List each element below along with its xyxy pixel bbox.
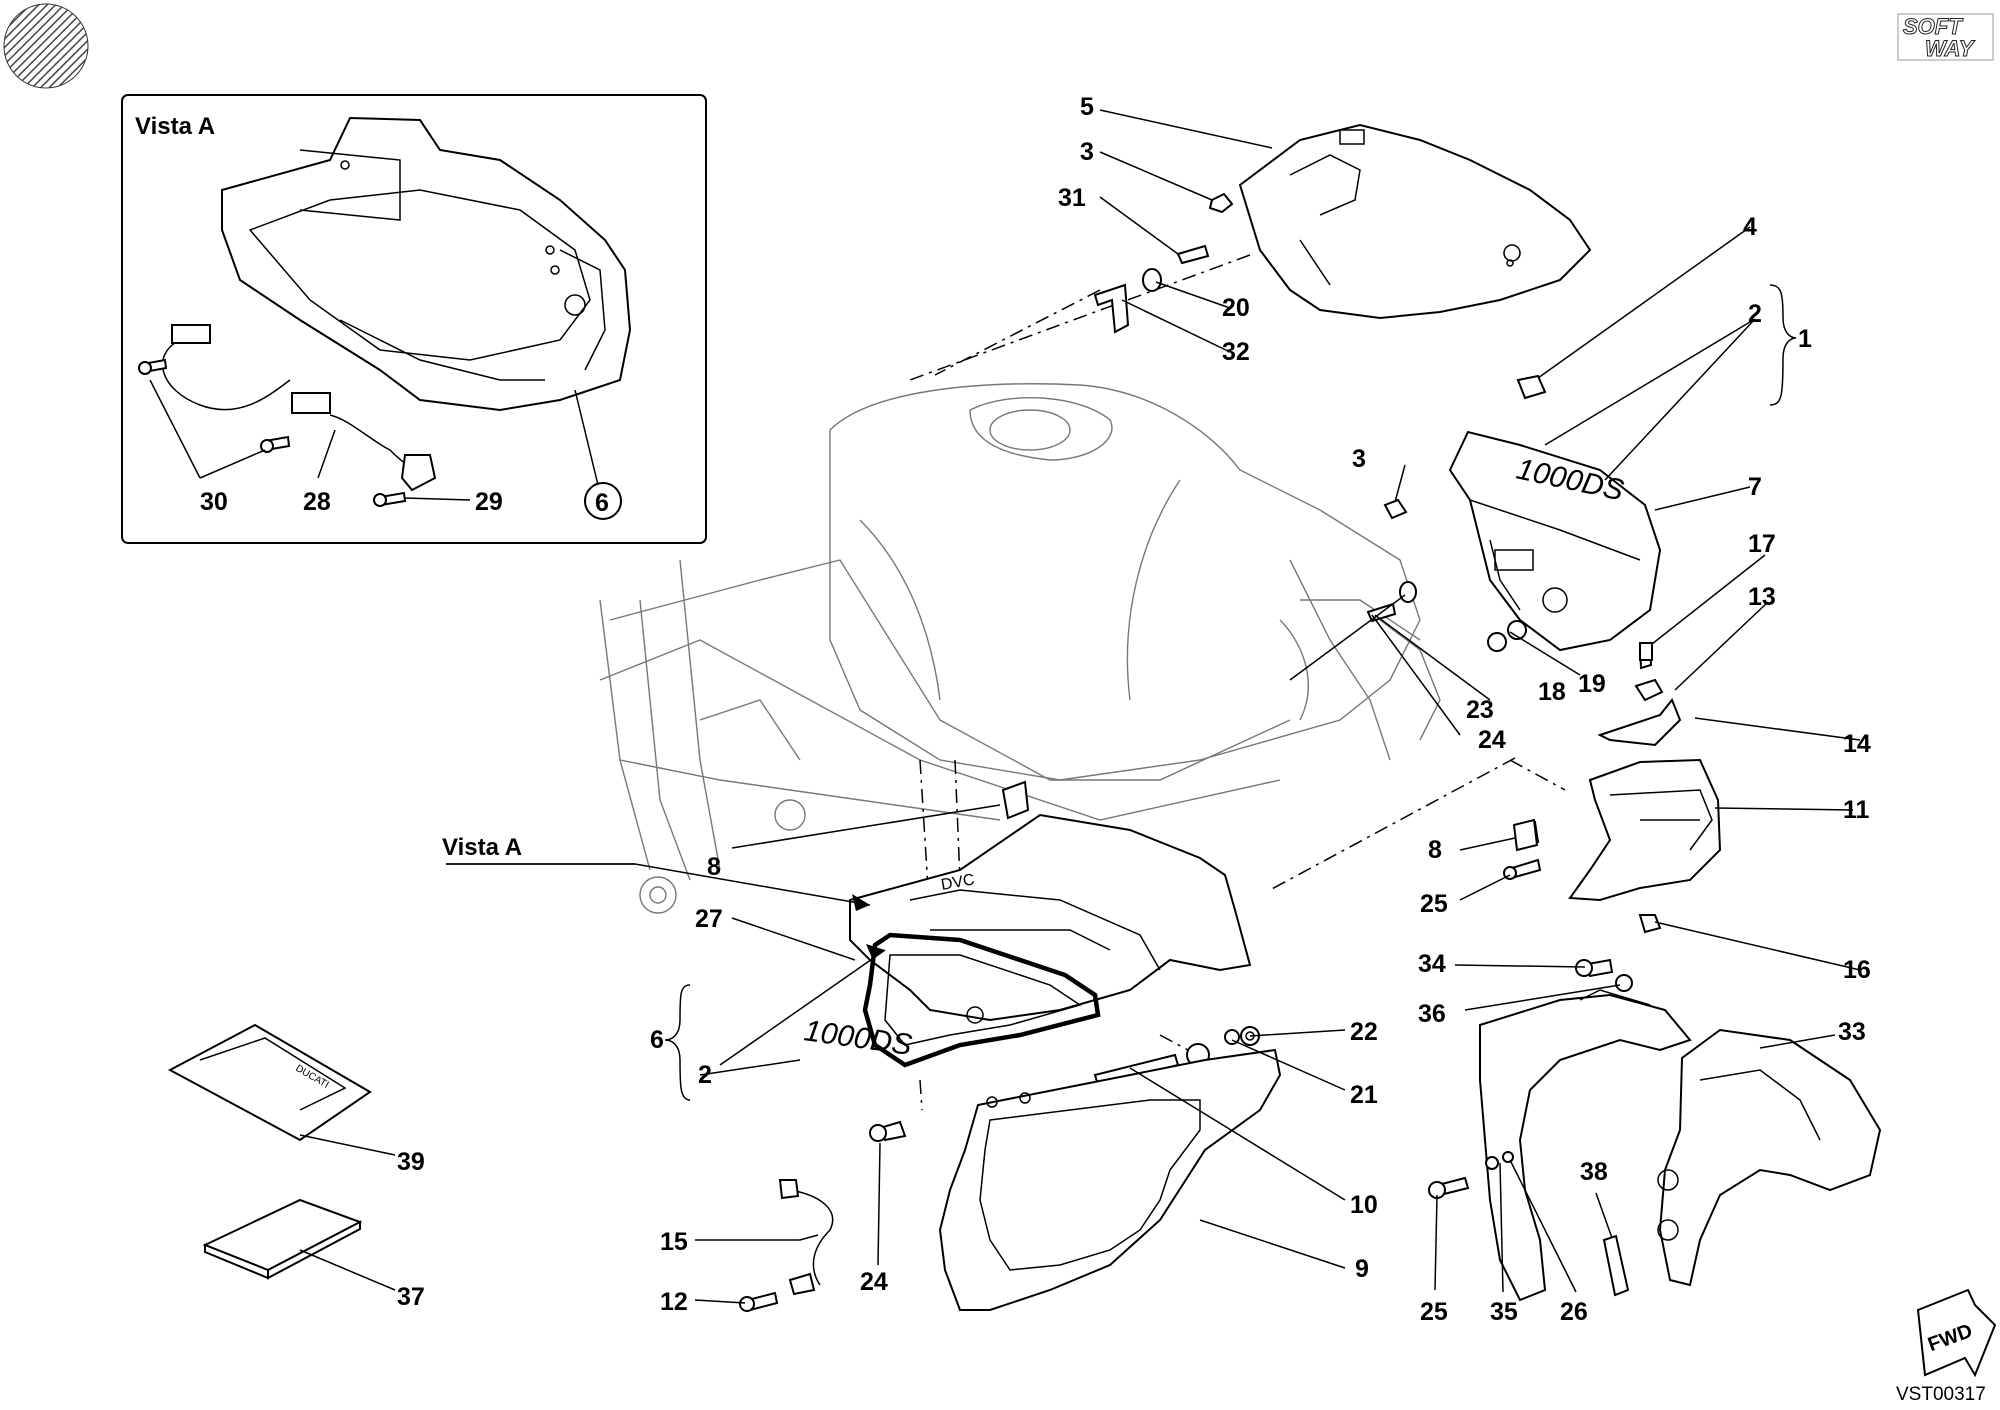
callout-38: 38 xyxy=(1580,1158,1608,1186)
part-27-inner-panel xyxy=(884,954,1082,1046)
part-37-manual xyxy=(202,1198,363,1280)
callout-1: 1 xyxy=(1798,325,1812,353)
parts-25-34-35 xyxy=(1428,958,1633,1199)
part-8-bracket-left xyxy=(1001,780,1030,820)
part-38-reflector xyxy=(1602,1234,1630,1297)
part-8-bracket-right xyxy=(1512,818,1539,852)
callout-11: 11 xyxy=(1843,796,1870,824)
callout-8-left: 8 xyxy=(707,853,721,881)
callout-14: 14 xyxy=(1843,730,1871,758)
callout-31: 31 xyxy=(1058,184,1086,212)
frame-and-tank-ghost xyxy=(599,383,1441,914)
part-36-mudguard-bracket xyxy=(1479,989,1692,1302)
callout-35: 35 xyxy=(1490,1298,1518,1326)
callout-2-lower: 2 xyxy=(698,1061,712,1089)
callout-26: 26 xyxy=(1560,1298,1588,1326)
leader-lines xyxy=(299,109,1861,1304)
assembly-lines xyxy=(909,254,1566,1111)
callout-3-top: 3 xyxy=(1080,138,1094,166)
part-27-arrowhead xyxy=(866,944,885,958)
part-1-front-fairing: 1000DS xyxy=(1448,430,1662,652)
callout-20: 20 xyxy=(1222,294,1250,322)
logo-way: WAY xyxy=(1925,36,1976,61)
callout-10: 10 xyxy=(1350,1191,1378,1219)
decal-dvc: DVC xyxy=(940,871,976,894)
callout-24-bottom: 24 xyxy=(860,1268,888,1296)
callout-29: 29 xyxy=(475,488,503,516)
bracket-1 xyxy=(1769,284,1797,406)
callout-7: 7 xyxy=(1748,473,1762,501)
callout-22: 22 xyxy=(1350,1018,1378,1046)
callout-5: 5 xyxy=(1080,93,1094,121)
callout-8-right: 8 xyxy=(1428,836,1442,864)
figure-code: VST00317 xyxy=(1896,1384,1986,1405)
callout-28: 28 xyxy=(303,488,331,516)
parts-12-15-24 xyxy=(739,1120,907,1312)
callout-34: 34 xyxy=(1418,950,1446,978)
vista-a-arrowhead xyxy=(852,894,870,911)
callout-15: 15 xyxy=(660,1228,688,1256)
callout-13: 13 xyxy=(1748,583,1776,611)
callout-6: 6 xyxy=(650,1026,664,1054)
parts-11-14 xyxy=(1503,642,1722,934)
bracket-6 xyxy=(664,984,691,1101)
forward-arrow-icon: FWD xyxy=(1916,1288,1997,1378)
callout-19: 19 xyxy=(1578,670,1606,698)
callout-6-inset: 6 xyxy=(595,489,609,517)
callout-23: 23 xyxy=(1466,696,1494,724)
decal-1000ds-lower: 1000DS xyxy=(802,1014,914,1062)
part-4-rubber xyxy=(1516,374,1547,400)
fasteners-top xyxy=(1093,192,1234,334)
inset-title: Vista A xyxy=(135,113,215,140)
callout-17: 17 xyxy=(1748,530,1776,558)
callout-3-mid: 3 xyxy=(1352,445,1366,473)
callout-30: 30 xyxy=(200,488,228,516)
callout-39: 39 xyxy=(397,1148,425,1176)
callout-6-circle xyxy=(584,482,622,520)
callout-36: 36 xyxy=(1418,1000,1446,1028)
callout-37: 37 xyxy=(397,1283,425,1311)
corner-disc-icon xyxy=(3,3,89,89)
part-27-trim-seal xyxy=(862,932,1101,1068)
softway-logo: SOFT WAY xyxy=(1897,13,1994,62)
vista-a-label: Vista A xyxy=(442,834,522,861)
callout-32: 32 xyxy=(1222,338,1250,366)
callout-4: 4 xyxy=(1743,213,1757,241)
part-9-lower-panel xyxy=(938,1048,1282,1311)
callout-12: 12 xyxy=(660,1288,688,1316)
callout-labels: 5 3 31 20 32 4 2 1 3 7 17 13 14 11 16 23… xyxy=(397,93,1871,1326)
callout-24-right: 24 xyxy=(1478,726,1506,754)
callout-21: 21 xyxy=(1350,1081,1378,1109)
callout-18: 18 xyxy=(1538,678,1566,706)
inset-vista-a: Vista A 30 28 29 6 xyxy=(121,94,707,544)
part-33-front-mudguard xyxy=(1657,1028,1882,1287)
callout-2-upper: 2 xyxy=(1748,300,1762,328)
callout-25-bottom: 25 xyxy=(1420,1298,1448,1326)
callout-16: 16 xyxy=(1843,956,1871,984)
part-39-pouch: DUCATI xyxy=(167,1023,372,1142)
callout-9: 9 xyxy=(1355,1255,1369,1283)
part-6-side-fairing: DVC xyxy=(849,813,1252,1022)
part-5-tail-cover xyxy=(1238,123,1592,320)
logo-soft: SOFT xyxy=(1903,14,1963,39)
callout-33: 33 xyxy=(1838,1018,1866,1046)
callout-27: 27 xyxy=(695,905,723,933)
callout-25-right: 25 xyxy=(1420,890,1448,918)
